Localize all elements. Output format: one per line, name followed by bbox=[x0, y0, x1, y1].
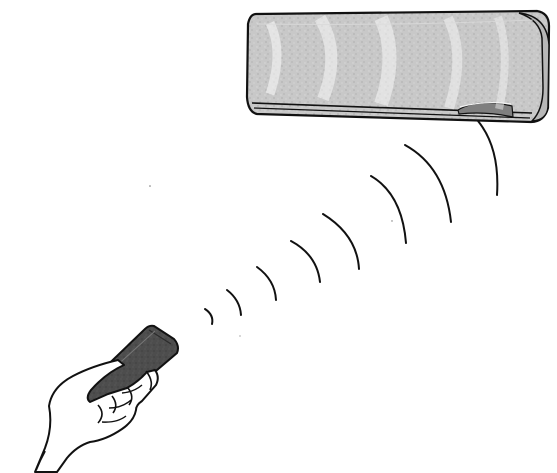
signal-waves-icon bbox=[205, 121, 497, 324]
tiny-background-marks bbox=[149, 185, 392, 336]
air-conditioner-icon bbox=[247, 11, 549, 122]
